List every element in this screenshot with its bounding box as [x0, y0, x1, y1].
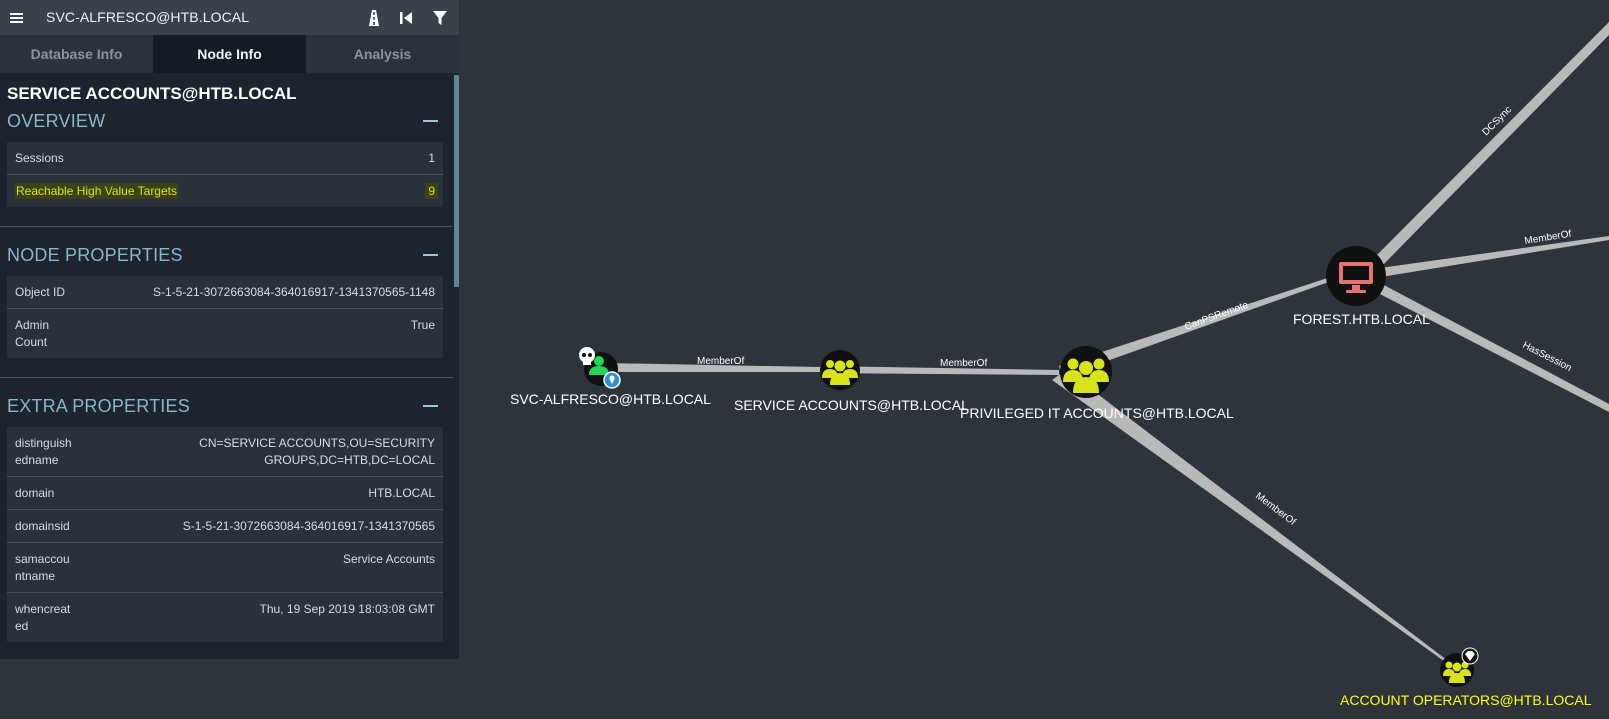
edge-forest-hassession[interactable]: [1376, 283, 1609, 412]
node-account-operators[interactable]: ACCOUNT OPERATORS@HTB.LOCAL: [1340, 647, 1592, 708]
table-row[interactable]: Reachable High Value Targets 9: [7, 175, 443, 207]
group-icon: [1063, 358, 1109, 393]
tab-database-info[interactable]: Database Info: [0, 35, 153, 73]
skull-owned-icon: [579, 347, 595, 365]
search-bar: SVC-ALFRESCO@HTB.LOCAL: [0, 0, 459, 35]
row-value: S-1-5-21-3072663084-364016917-1341370565: [182, 519, 435, 533]
filter-icon[interactable]: [429, 8, 451, 28]
row-key: Object ID: [15, 285, 66, 299]
table-row[interactable]: samaccou ntname Service Accounts: [7, 543, 443, 593]
table-row[interactable]: domainsid S-1-5-21-3072663084-364016917-…: [7, 510, 443, 543]
menu-icon: [9, 16, 23, 19]
group-icon: [822, 360, 858, 385]
edge-label: MemberOf: [697, 356, 744, 367]
node-forest[interactable]: FOREST.HTB.LOCAL: [1293, 246, 1430, 327]
row-key: whencreat: [15, 602, 71, 616]
menu-button[interactable]: [0, 0, 32, 35]
edge-service-accounts-to-privileged-it[interactable]: [820, 366, 1059, 375]
edge-label: CanPSRemote: [1183, 300, 1250, 333]
table-row[interactable]: Admin Count True: [7, 309, 443, 358]
extra-properties-table: distinguish edname CN=SERVICE ACCOUNTS,O…: [7, 427, 443, 642]
edges: [605, 22, 1609, 669]
row-key: domainsid: [15, 519, 70, 533]
row-value: 9: [425, 183, 438, 199]
side-panel: SVC-ALFRESCO@HTB.LOCAL Database Info Nod…: [0, 0, 459, 659]
search-input[interactable]: SVC-ALFRESCO@HTB.LOCAL: [46, 9, 250, 25]
row-value: True: [410, 318, 435, 332]
row-value: S-1-5-21-3072663084-364016917-1341370565…: [152, 285, 435, 299]
row-key: ed: [15, 619, 29, 633]
row-value: GROUPS,DC=HTB,DC=LOCAL: [264, 453, 435, 467]
node-label: PRIVILEGED IT ACCOUNTS@HTB.LOCAL: [960, 405, 1234, 421]
section-heading-overview: OVERVIEW: [7, 111, 106, 131]
node-label: FOREST.HTB.LOCAL: [1293, 311, 1430, 327]
edge-svc-alfresco-to-service-accounts[interactable]: [605, 363, 820, 372]
row-key: domain: [15, 486, 55, 500]
node-label: ACCOUNT OPERATORS@HTB.LOCAL: [1340, 692, 1592, 708]
table-row[interactable]: Object ID S-1-5-21-3072663084-364016917-…: [7, 276, 443, 309]
collapse-icon[interactable]: [423, 254, 438, 256]
pathfinding-road-icon[interactable]: [363, 8, 385, 28]
back-icon[interactable]: [395, 8, 417, 28]
row-key: samaccou: [15, 552, 70, 566]
edge-privileged-it-to-account-operators[interactable]: [1052, 370, 1456, 669]
row-key: ntname: [15, 569, 56, 583]
location-pin-icon: [603, 371, 621, 389]
node-info-content: SERVICE ACCOUNTS@HTB.LOCAL OVERVIEW Sess…: [0, 73, 453, 659]
row-key: Sessions: [15, 151, 64, 165]
scrollbar[interactable]: [453, 73, 459, 659]
node-svc-alfresco[interactable]: SVC-ALFRESCO@HTB.LOCAL: [510, 347, 711, 407]
tab-node-info[interactable]: Node Info: [153, 35, 306, 73]
table-row[interactable]: domain HTB.LOCAL: [7, 477, 443, 510]
row-value: 1: [428, 151, 435, 165]
row-key: Reachable High Value Targets: [15, 183, 178, 199]
overview-table: Sessions 1 Reachable High Value Targets …: [7, 142, 443, 207]
collapse-icon[interactable]: [423, 120, 438, 122]
group-icon: [1443, 661, 1471, 683]
row-value: HTB.LOCAL: [368, 486, 435, 500]
edge-forest-memberof[interactable]: [1380, 236, 1609, 277]
user-icon: [589, 356, 609, 375]
node-title: SERVICE ACCOUNTS@HTB.LOCAL: [7, 84, 297, 103]
row-value: CN=SERVICE ACCOUNTS,OU=SECURITY: [199, 436, 435, 450]
row-value: Service Accounts: [342, 552, 435, 566]
section-heading-extra-properties: EXTRA PROPERTIES: [7, 396, 190, 416]
diamond-high-value-icon: [1461, 647, 1479, 665]
collapse-icon[interactable]: [423, 405, 438, 407]
section-heading-node-properties: NODE PROPERTIES: [7, 245, 183, 265]
row-key: distinguish: [15, 436, 72, 450]
node-label: SVC-ALFRESCO@HTB.LOCAL: [510, 391, 711, 407]
table-row[interactable]: whencreat ed Thu, 19 Sep 2019 18:03:08 G…: [7, 593, 443, 642]
tab-analysis[interactable]: Analysis: [306, 35, 459, 73]
scrollbar-thumb[interactable]: [454, 75, 459, 287]
panel-tabs: Database Info Node Info Analysis: [0, 35, 459, 73]
node-properties-table: Object ID S-1-5-21-3072663084-364016917-…: [7, 276, 443, 358]
divider: [0, 377, 453, 378]
edge-privileged-it-to-forest[interactable]: [1059, 270, 1354, 377]
node-privileged-it-accounts[interactable]: PRIVILEGED IT ACCOUNTS@HTB.LOCAL: [960, 346, 1234, 421]
row-key: Admin: [15, 318, 50, 332]
divider: [0, 226, 453, 227]
edge-label: MemberOf: [940, 358, 987, 369]
node-service-accounts[interactable]: SERVICE ACCOUNTS@HTB.LOCAL: [734, 350, 969, 413]
row-key: Count: [15, 335, 48, 349]
table-row[interactable]: Sessions 1: [7, 142, 443, 175]
row-value: Thu, 19 Sep 2019 18:03:08 GMT: [259, 602, 435, 616]
row-key: edname: [15, 453, 59, 467]
table-row[interactable]: distinguish edname CN=SERVICE ACCOUNTS,O…: [7, 427, 443, 477]
computer-icon: [1339, 262, 1373, 293]
edge-forest-dcsync[interactable]: [1370, 22, 1609, 270]
node-label: SERVICE ACCOUNTS@HTB.LOCAL: [734, 397, 969, 413]
